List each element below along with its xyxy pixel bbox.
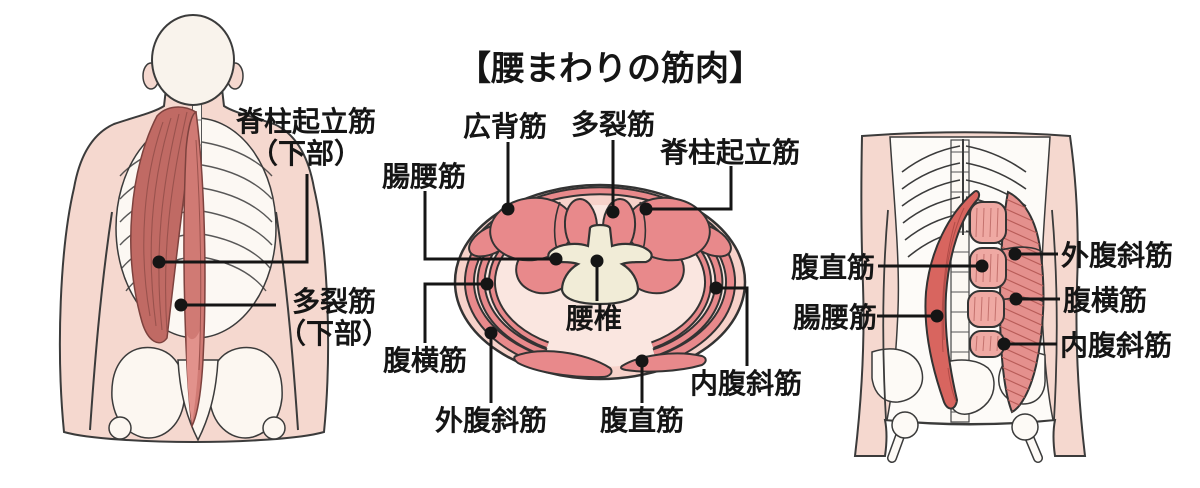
leader-cross-latissimus <box>501 142 515 216</box>
label-cross-lumbar-vertebra: 腰椎 <box>566 302 623 335</box>
leader-back-multifidus-lower <box>174 298 276 312</box>
leader-back-erector-spinae-lower <box>152 174 309 269</box>
back-view-figure <box>58 14 330 444</box>
leader-cross-erector-spinae <box>639 166 733 216</box>
label-front-external-oblique: 外腹斜筋 <box>1061 239 1174 272</box>
rectus-abdominis-front <box>967 201 1007 358</box>
label-cross-internal-oblique: 内腹斜筋 <box>690 367 803 400</box>
leader-front-external-oblique <box>1008 247 1058 261</box>
label-front-internal-oblique: 内腹斜筋 <box>1060 329 1173 362</box>
label-back-multifidus-lower: 多裂筋 （下部） <box>278 285 391 351</box>
cross-section-figure <box>453 183 747 381</box>
diagram-title: 【腰まわりの筋肉】 <box>457 49 763 89</box>
leader-front-transversus <box>1009 292 1060 306</box>
leader-cross-iliopsoas <box>423 191 563 266</box>
pelvis-back <box>108 346 286 442</box>
label-front-iliopsoas: 腸腰筋 <box>793 301 878 334</box>
leader-cross-external-oblique <box>484 326 498 403</box>
arm-lines-back <box>89 211 299 431</box>
label-cross-latissimus-dorsi: 広背筋 <box>463 110 548 143</box>
leader-front-rectus <box>878 259 989 273</box>
leader-front-iliopsoas <box>877 309 944 323</box>
label-front-transversus: 腹横筋 <box>1063 284 1148 317</box>
head-back <box>142 14 244 106</box>
leader-cross-transversus <box>423 277 494 343</box>
label-front-rectus-abdominis: 腹直筋 <box>791 251 876 284</box>
label-back-erector-spinae-lower: 脊柱起立筋 （下部） <box>235 105 376 171</box>
label-cross-external-oblique: 外腹斜筋 <box>435 404 548 437</box>
label-cross-iliopsoas: 腸腰筋 <box>382 160 467 193</box>
label-cross-rectus-abdominis: 腹直筋 <box>600 404 685 437</box>
label-cross-multifidus: 多裂筋 <box>571 108 656 141</box>
leader-front-internal-oblique <box>997 337 1057 351</box>
leader-cross-lumbar-vertebra <box>590 254 604 301</box>
label-cross-erector-spinae: 脊柱起立筋 <box>660 136 801 169</box>
leader-cross-rectus <box>635 354 649 403</box>
leader-cross-internal-oblique <box>709 281 749 366</box>
multifidus-muscle-back <box>183 110 206 429</box>
leader-cross-multifidus <box>606 140 620 219</box>
front-view-figure <box>853 131 1087 463</box>
leader-lines <box>152 140 1060 403</box>
label-cross-transversus: 腹横筋 <box>383 344 468 377</box>
